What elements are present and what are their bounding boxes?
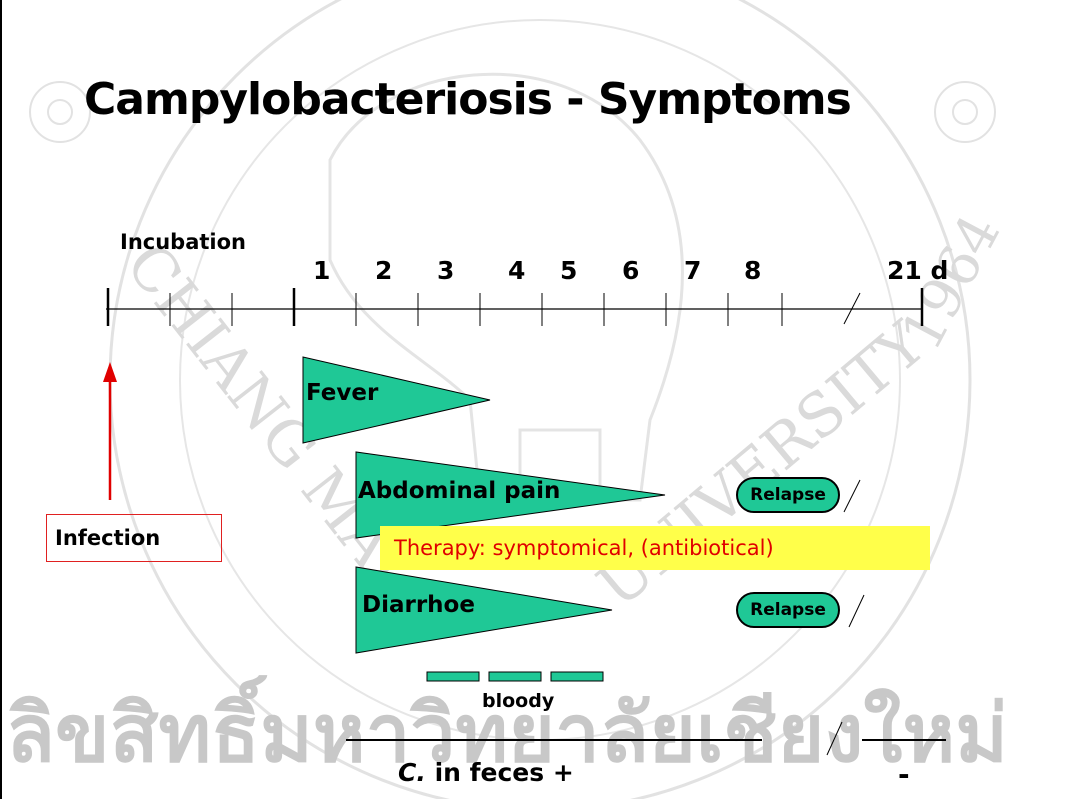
infection-box: Infection: [46, 514, 222, 562]
fever-label: Fever: [306, 380, 378, 406]
relapse-slash-1: [844, 480, 860, 512]
day-label-3: 3: [437, 256, 454, 285]
bloody-label: bloody: [482, 690, 554, 712]
therapy-banner: Therapy: symptomical, (antibiotical): [380, 526, 930, 570]
day-label-1: 1: [313, 256, 330, 285]
bloody-dash-3: [551, 672, 603, 681]
day-label-4: 4: [508, 256, 525, 285]
day-label-2: 2: [375, 256, 392, 285]
incubation-label: Incubation: [120, 230, 246, 254]
relapse-slash-2: [849, 595, 864, 627]
day-label-end: 21 d: [887, 256, 948, 285]
day-label-6: 6: [622, 256, 639, 285]
relapse-badge-2: Relapse: [736, 592, 840, 628]
arrow-up-icon: [103, 362, 117, 382]
diarrhoe-label: Diarrhoe: [362, 592, 475, 618]
day-label-5: 5: [560, 256, 577, 285]
relapse-badge-1: Relapse: [736, 477, 840, 513]
bloody-dash-2: [489, 672, 541, 681]
feces-negative-label: -: [898, 758, 910, 791]
abdominal-pain-label: Abdominal pain: [358, 478, 560, 504]
day-label-7: 7: [684, 256, 701, 285]
feces-label: in feces +: [435, 758, 574, 787]
bloody-dash-1: [427, 672, 479, 681]
day-label-8: 8: [744, 256, 761, 285]
feces-label-row: C. in feces +: [398, 758, 574, 787]
feces-break-mark: [827, 722, 842, 755]
feces-italic-c: C.: [398, 758, 426, 787]
